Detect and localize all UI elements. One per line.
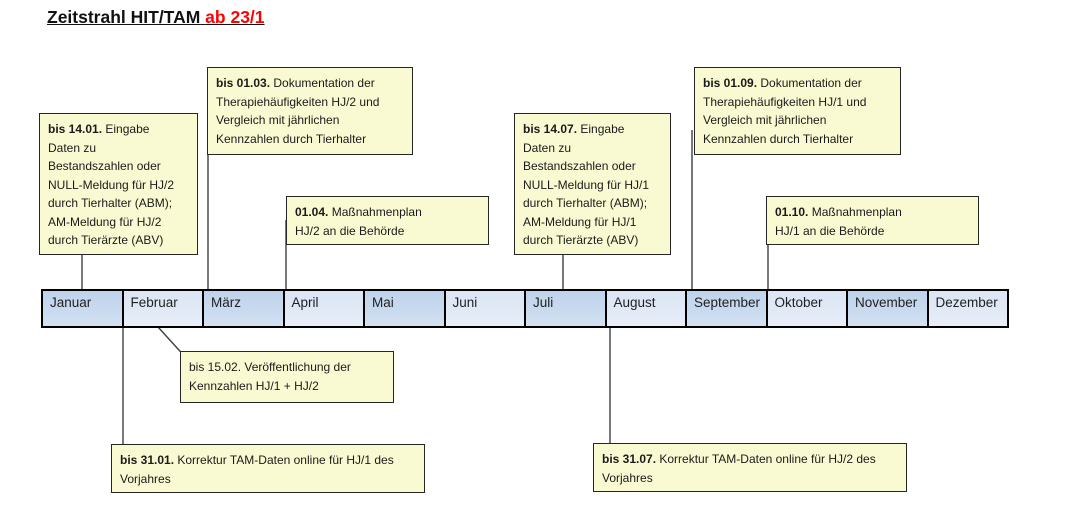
note-01-04: 01.04. Maßnahmenplan HJ/2 an die Behörde — [286, 196, 489, 245]
note-bis-14-07-text: Eingabe Daten zu Bestandszahlen oder NUL… — [523, 122, 650, 247]
note-01-04-text: Maßnahmenplan HJ/2 an die Behörde — [295, 205, 422, 238]
note-bis-31-01: bis 31.01. Korrektur TAM-Daten online fü… — [111, 444, 425, 493]
note-bis-01-03-date: bis 01.03. — [216, 76, 271, 90]
note-bis-14-01-date: bis 14.01. — [48, 122, 103, 136]
note-bis-14-01: bis 14.01. Eingabe Daten zu Bestandszahl… — [39, 113, 198, 255]
month-cell-juli: Juli — [526, 291, 607, 326]
month-cell-mai: Mai — [365, 291, 446, 326]
title-highlight: ab 23/1 — [205, 7, 265, 27]
note-bis-01-09-date: bis 01.09. — [703, 76, 758, 90]
note-bis-31-07-date: bis 31.07. — [602, 452, 657, 466]
note-bis-31-07-text: Korrektur TAM-Daten online für HJ/2 des … — [602, 452, 876, 485]
month-cell-dezember: Dezember — [928, 291, 1007, 326]
note-bis-31-01-date: bis 31.01. — [120, 453, 175, 467]
note-bis-01-09-text: Dokumentation der Therapiehäufigkeiten H… — [703, 76, 867, 146]
note-01-10: 01.10. Maßnahmenplan HJ/1 an die Behörde — [766, 196, 979, 245]
note-01-10-text: Maßnahmenplan HJ/1 an die Behörde — [775, 205, 902, 238]
month-cell-august: August — [606, 291, 687, 326]
month-cell-september: September — [687, 291, 768, 326]
note-bis-01-03-text: Dokumentation der Therapiehäufigkeiten H… — [216, 76, 380, 146]
month-bar: Januar Februar März April Mai Juni Juli … — [41, 289, 1009, 328]
note-bis-14-07: bis 14.07. Eingabe Daten zu Bestandszahl… — [514, 113, 671, 255]
note-01-10-date: 01.10. — [775, 205, 809, 219]
note-bis-31-01-text: Korrektur TAM-Daten online für HJ/1 des … — [120, 453, 394, 486]
month-cell-maerz: März — [204, 291, 285, 326]
month-cell-januar: Januar — [43, 291, 124, 326]
note-01-04-date: 01.04. — [295, 205, 329, 219]
note-bis-14-01-text: Eingabe Daten zu Bestandszahlen oder NUL… — [48, 122, 175, 247]
month-cell-juni: Juni — [445, 291, 526, 326]
month-cell-februar: Februar — [123, 291, 204, 326]
page-title: Zeitstrahl HIT/TAM ab 23/1 — [47, 7, 265, 28]
title-main: Zeitstrahl HIT/TAM — [47, 7, 201, 27]
note-bis-01-03: bis 01.03. Dokumentation der Therapiehäu… — [207, 67, 413, 155]
note-bis-31-07: bis 31.07. Korrektur TAM-Daten online fü… — [593, 443, 907, 492]
month-cell-november: November — [848, 291, 929, 326]
note-bis-01-09: bis 01.09. Dokumentation der Therapiehäu… — [694, 67, 901, 155]
note-bis-15-02: bis 15.02. Veröffentlichung der Kennzahl… — [180, 351, 394, 403]
month-cell-april: April — [284, 291, 365, 326]
note-bis-14-07-date: bis 14.07. — [523, 122, 578, 136]
month-cell-oktober: Oktober — [767, 291, 848, 326]
note-bis-15-02-text: bis 15.02. Veröffentlichung der Kennzahl… — [189, 360, 351, 393]
